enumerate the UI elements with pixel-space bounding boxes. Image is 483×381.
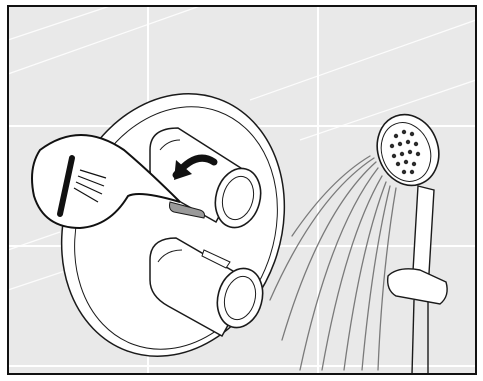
- illustration-frame: [7, 5, 477, 375]
- rotate-arrow-icon: [172, 154, 218, 180]
- thermostat-knob[interactable]: [149, 237, 269, 338]
- diverter-indicator: [169, 201, 205, 219]
- hand-shower-head: [376, 113, 440, 187]
- shower-hose: [411, 299, 429, 375]
- handshower-spray-icon: [31, 134, 181, 230]
- water-spray: [269, 155, 397, 371]
- shower-holder-bracket: [386, 268, 448, 305]
- spray-nozzles: [389, 129, 421, 175]
